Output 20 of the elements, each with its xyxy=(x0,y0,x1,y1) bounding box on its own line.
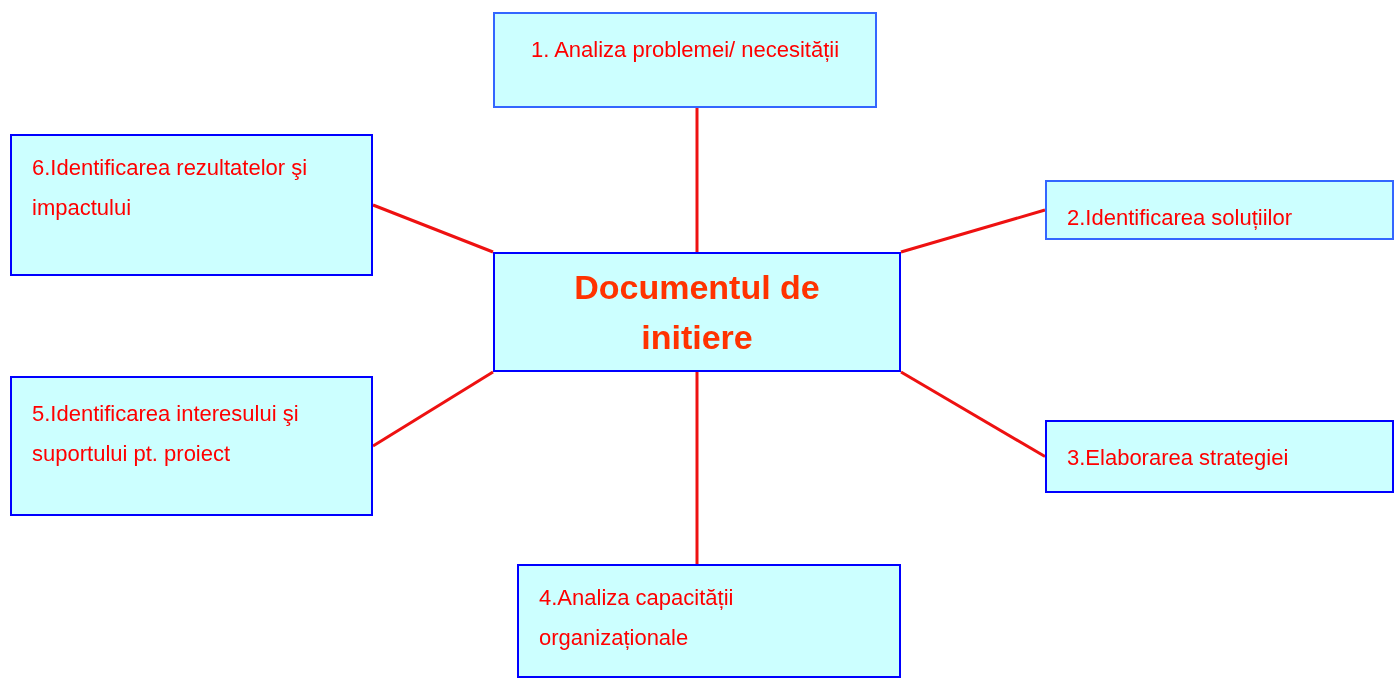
connector-line xyxy=(900,208,1046,254)
topic-box xyxy=(517,564,901,678)
topic-box xyxy=(1045,180,1394,240)
central-box xyxy=(493,252,901,372)
topic-label: 4.Analiza capacității organizaționale xyxy=(539,584,735,652)
connector-line xyxy=(695,372,699,564)
topic-label: 2.Identificarea soluțiilor xyxy=(1067,204,1293,232)
connector-line xyxy=(372,370,494,448)
central-title: Documentul de initiere xyxy=(573,267,821,358)
topic-label: 1. Analiza problemei/ necesității xyxy=(529,36,841,64)
topic-box xyxy=(10,134,373,276)
topic-label: 5.Identificarea interesului şi suportului pt. proiect xyxy=(32,400,300,468)
connector-line xyxy=(900,370,1046,458)
topic-box xyxy=(493,12,877,108)
topic-box xyxy=(1045,420,1394,493)
topic-box xyxy=(10,376,373,516)
connector-line xyxy=(695,108,699,252)
connector-line xyxy=(372,203,494,254)
topic-label: 3.Elaborarea strategiei xyxy=(1067,444,1290,472)
topic-label: 6.Identificarea rezultatelor şi impactului xyxy=(32,154,309,222)
